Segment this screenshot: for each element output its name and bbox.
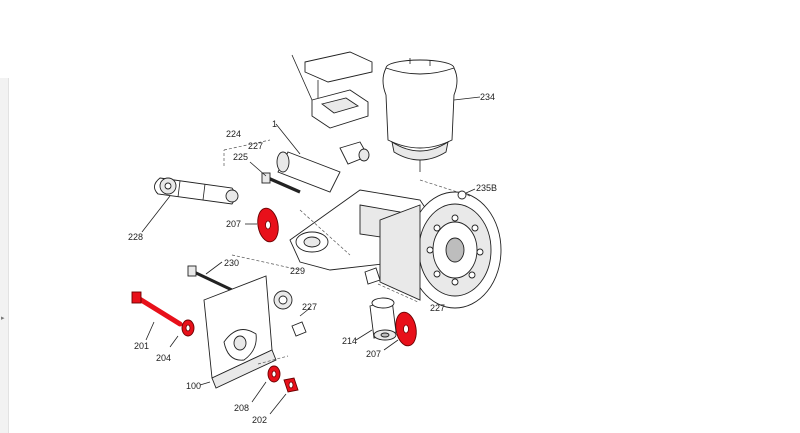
label-230: 230: [224, 258, 239, 268]
label-235b: 235B: [476, 183, 497, 193]
red-washer-208: [251, 365, 281, 403]
sidebar-collapsed-rail[interactable]: ▸: [0, 78, 9, 433]
label-227-top: 227: [248, 141, 263, 151]
nut-227-lower: [291, 307, 311, 337]
label-228: 228: [128, 232, 143, 242]
bushing-214: [355, 297, 397, 341]
red-washer-207-left: [245, 207, 279, 243]
wheel-hub-assembly: [379, 179, 502, 309]
red-bolt-201: [131, 291, 183, 341]
chevron-right-icon[interactable]: ▸: [1, 314, 5, 322]
label-100: 100: [186, 381, 201, 391]
axle-bracket-100: [199, 275, 277, 389]
upper-mount-bracket: [291, 51, 373, 129]
label-204: 204: [156, 353, 171, 363]
label-201: 201: [134, 341, 149, 351]
label-214: 214: [342, 336, 357, 346]
label-227-lower: 227: [302, 302, 317, 312]
shock-absorber-228: [141, 177, 239, 233]
red-washer-204: [169, 319, 195, 348]
bolt-230: [187, 261, 233, 292]
bushing-229: [231, 254, 301, 310]
bushing-top: [339, 141, 370, 165]
red-nut-202: [269, 377, 299, 415]
bolt-225: [249, 161, 301, 194]
label-225: 225: [233, 152, 248, 162]
label-224: 224: [226, 129, 241, 139]
label-1: 1: [272, 119, 277, 129]
air-spring-234: [382, 58, 481, 172]
nut-227-mid: [364, 267, 419, 303]
label-207-left: 207: [226, 219, 241, 229]
valve-235b: [457, 188, 476, 200]
label-227-right: 227: [430, 303, 445, 313]
label-229: 229: [290, 266, 305, 276]
label-234: 234: [480, 92, 495, 102]
bushing-sleeve-1: [275, 123, 341, 193]
label-207-right: 207: [366, 349, 381, 359]
label-208: 208: [234, 403, 249, 413]
label-202: 202: [252, 415, 267, 425]
